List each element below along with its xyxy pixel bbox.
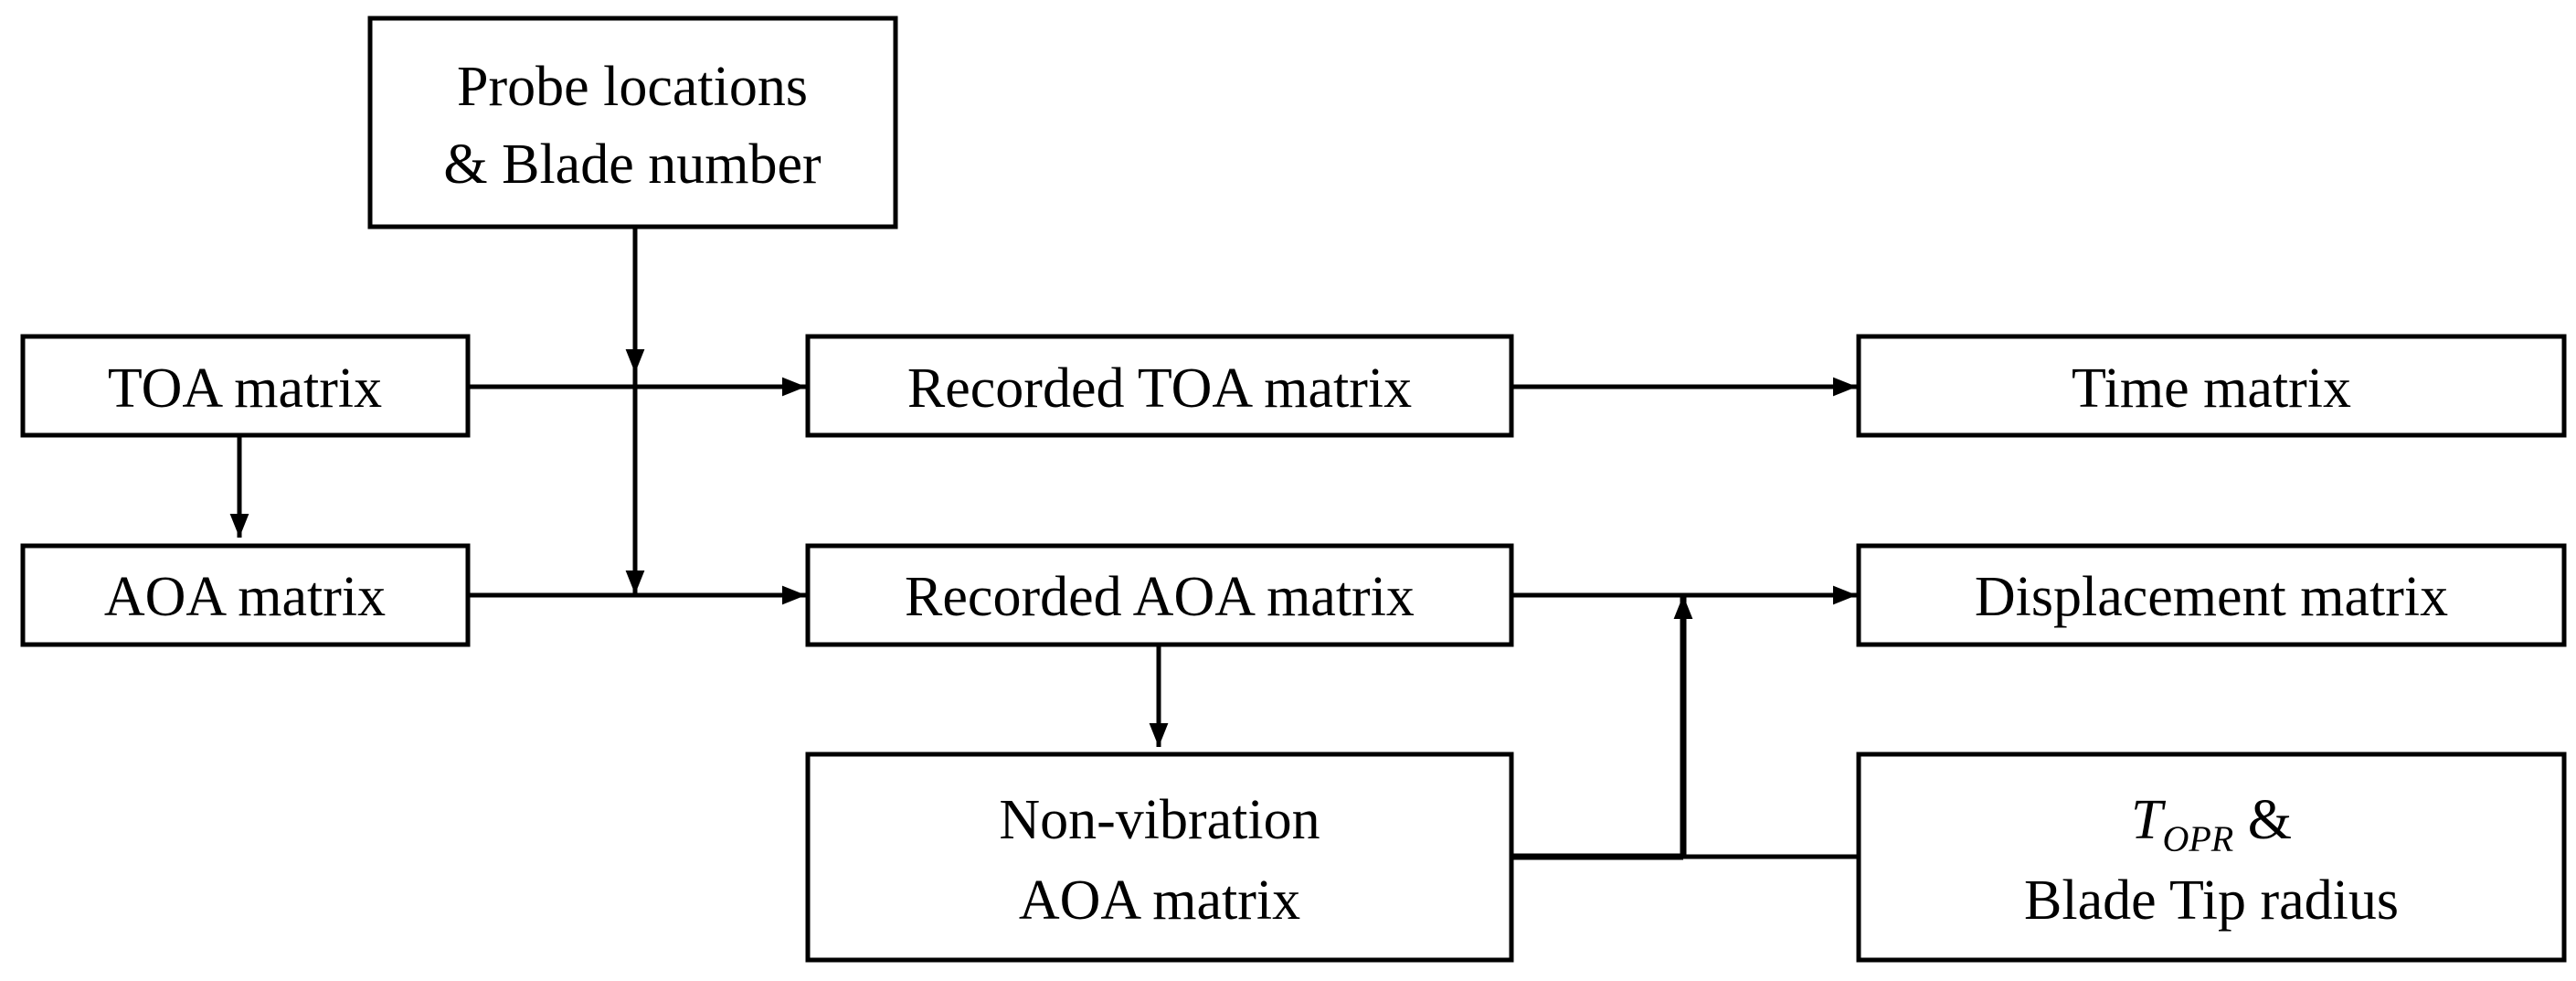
topr-subscript: OPR (2162, 818, 2233, 859)
recorded-aoa-matrix-label: Recorded AOA matrix (905, 566, 1415, 628)
topr-blade-tip-radius-box (1856, 752, 2567, 963)
non-vibration-label-line2: AOA matrix (1019, 869, 1300, 932)
topr-label-line2: Blade Tip radius (2024, 869, 2399, 932)
recorded-toa-matrix-box (805, 334, 1514, 438)
probe-locations-box (367, 16, 898, 229)
recorded-aoa-matrix-box (805, 543, 1514, 647)
toa-matrix-label: TOA matrix (108, 357, 382, 420)
topr-connector: & (2233, 789, 2292, 851)
topr-symbol: T (2131, 789, 2167, 851)
probe-locations-label-line1: Probe locations (457, 56, 808, 118)
topr-label-line1: TOPR & (2131, 789, 2292, 859)
non-vibration-aoa-matrix-box (805, 752, 1514, 963)
time-matrix-box (1856, 334, 2567, 438)
recorded-toa-matrix-label: Recorded TOA matrix (907, 357, 1412, 420)
probe-locations-label-line2: & Blade number (443, 133, 822, 196)
aoa-matrix-label: AOA matrix (104, 566, 386, 628)
displacement-matrix-box (1856, 543, 2567, 647)
non-vibration-label-line1: Non-vibration (999, 789, 1320, 851)
toa-matrix-box (20, 334, 471, 438)
time-matrix-label: Time matrix (2072, 357, 2351, 420)
aoa-matrix-box (20, 543, 471, 647)
displacement-matrix-label: Displacement matrix (1975, 566, 2448, 628)
